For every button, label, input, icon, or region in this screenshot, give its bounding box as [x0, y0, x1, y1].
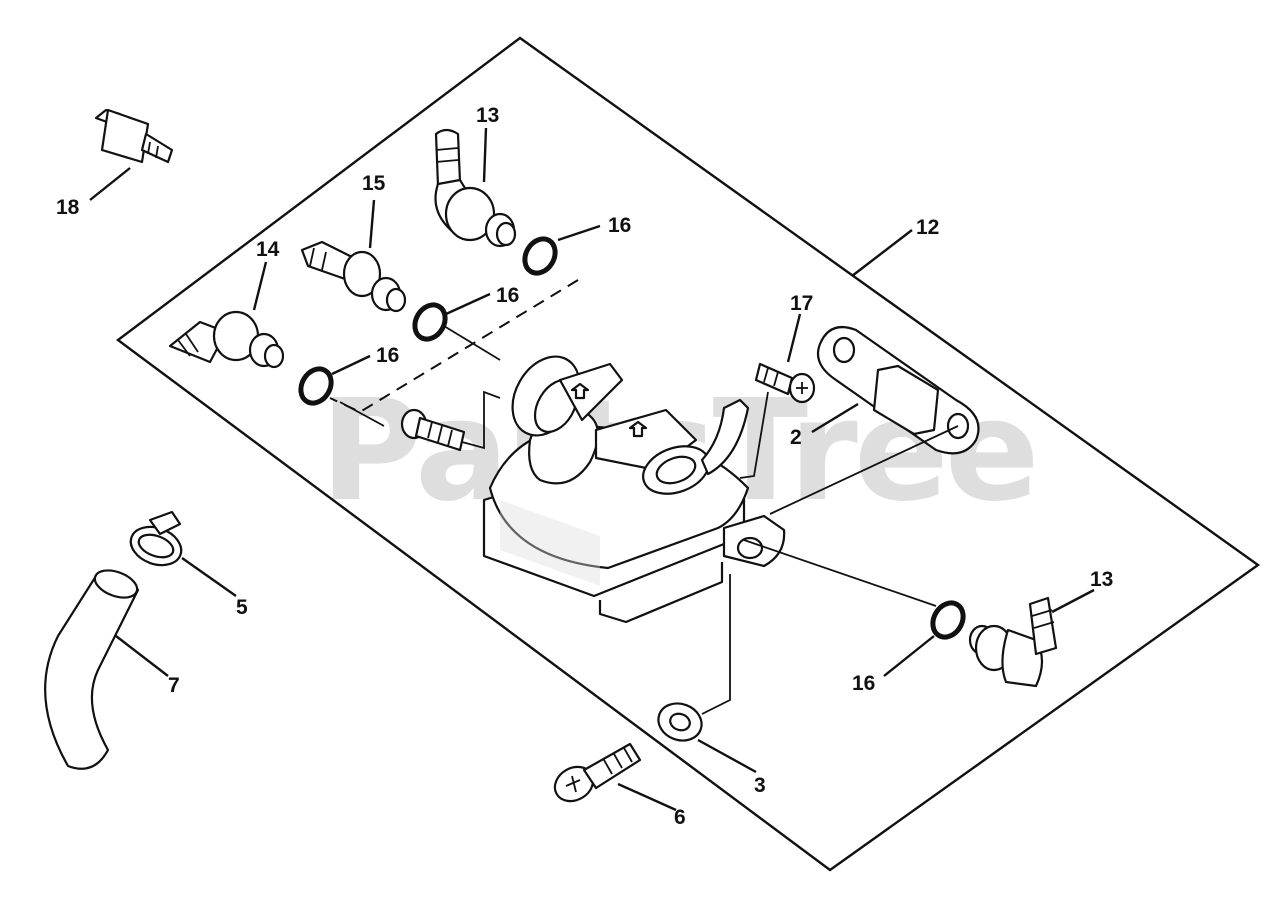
callout-16-left: 16 [376, 344, 399, 367]
part-2-gasket [816, 326, 980, 455]
gasket-mount-line-upper [769, 425, 959, 515]
screw-assembly-line [461, 390, 501, 450]
leader-3 [697, 738, 757, 774]
callout-14: 14 [256, 238, 280, 261]
callout-16-upper: 16 [608, 214, 631, 237]
leader-13-top [482, 127, 488, 183]
part-14-barbed-fitting [168, 310, 285, 369]
o-ring-16-upper-right [522, 236, 558, 276]
callout-3: 3 [754, 774, 766, 797]
callout-18: 18 [56, 196, 80, 219]
assembly-dashed-line [329, 279, 579, 414]
screw-17-assembly-line [739, 391, 769, 479]
leader-16-middle [445, 292, 491, 316]
leader-6 [617, 782, 677, 812]
leader-5 [181, 557, 237, 597]
leader-16-lower [883, 635, 935, 677]
callout-13-top: 13 [476, 104, 499, 127]
leader-15 [368, 199, 376, 249]
callout-17: 17 [790, 292, 813, 315]
valve-body-screw [400, 408, 466, 452]
part-5-hose-clamp [129, 510, 183, 567]
callout-16-middle: 16 [496, 284, 519, 307]
kit-outline [115, 36, 1261, 872]
part-7-hose [44, 569, 140, 770]
o-ring-16-middle [412, 302, 448, 342]
part-17-screw [754, 362, 816, 404]
leader-16-upper [557, 224, 601, 242]
gasket-mount-line-lower [743, 539, 937, 607]
part-6-screw [553, 742, 642, 803]
washer-assembly-line [701, 574, 731, 715]
callout-13-bottom: 13 [1090, 568, 1113, 591]
leader-12 [851, 229, 913, 277]
callout-16-lower: 16 [852, 672, 875, 695]
leader-16-left [331, 354, 371, 376]
callout-6: 6 [674, 806, 686, 829]
callout-2: 2 [790, 426, 802, 449]
part-18-inline-fitting [94, 108, 174, 164]
leader-13-bottom [1051, 588, 1095, 614]
leader-2 [811, 402, 859, 434]
fuel-valve-body [482, 355, 786, 624]
assembly-line-lower [339, 401, 385, 427]
part-3-washer [657, 702, 703, 742]
leader-7 [115, 635, 169, 677]
part-13-elbow-top [434, 128, 517, 248]
o-ring-16-left [298, 366, 334, 406]
callout-5: 5 [236, 596, 248, 619]
callout-7: 7 [168, 674, 180, 697]
leader-14 [252, 261, 268, 311]
leader-17 [786, 313, 802, 363]
o-ring-16-lower-right [930, 600, 966, 640]
callout-12: 12 [916, 216, 939, 239]
callout-15: 15 [362, 172, 386, 195]
leader-18 [89, 167, 131, 201]
part-15-barbed-nipple [300, 240, 407, 313]
assembly-line-upper [443, 325, 501, 361]
part-13-elbow-bottom [968, 596, 1058, 688]
